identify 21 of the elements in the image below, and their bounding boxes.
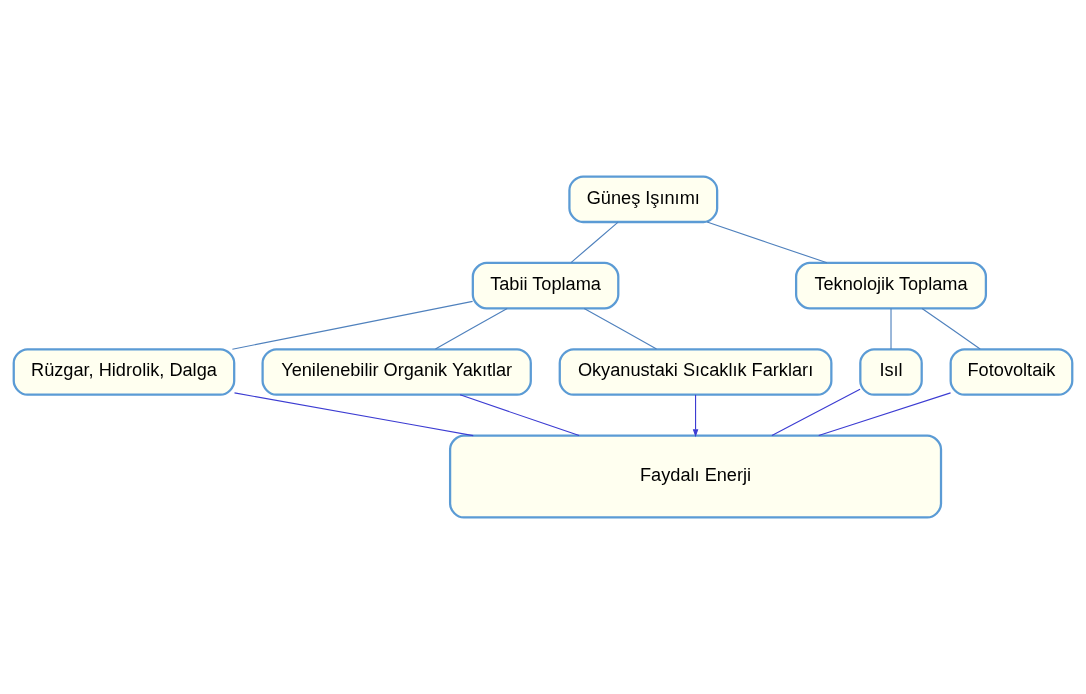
node-box: Yenilenebilir Organik Yakıtlar: [261, 348, 532, 396]
connector: [459, 394, 580, 437]
connector: [570, 221, 619, 264]
node-box: Güneş Işınımı: [568, 175, 719, 224]
node-box: Teknolojik Toplama: [795, 261, 988, 310]
connector: [583, 307, 658, 350]
node-box: Tabii Toplama: [471, 261, 620, 310]
connector: [706, 221, 828, 264]
node-box: Fotovoltaik: [949, 348, 1074, 396]
connector: [771, 388, 861, 436]
node-box: Faydalı Enerji: [448, 434, 943, 519]
node-box: Isıl: [859, 348, 923, 396]
node-box: Rüzgar, Hidrolik, Dalga: [12, 348, 236, 396]
connector: [890, 307, 892, 350]
connector: [434, 307, 508, 350]
connector: [233, 392, 474, 437]
node-box: Okyanustaki Sıcaklık Farkları: [558, 348, 833, 396]
arrow: [692, 394, 699, 438]
connector: [231, 300, 474, 350]
connector: [921, 307, 981, 350]
connector: [818, 392, 952, 437]
